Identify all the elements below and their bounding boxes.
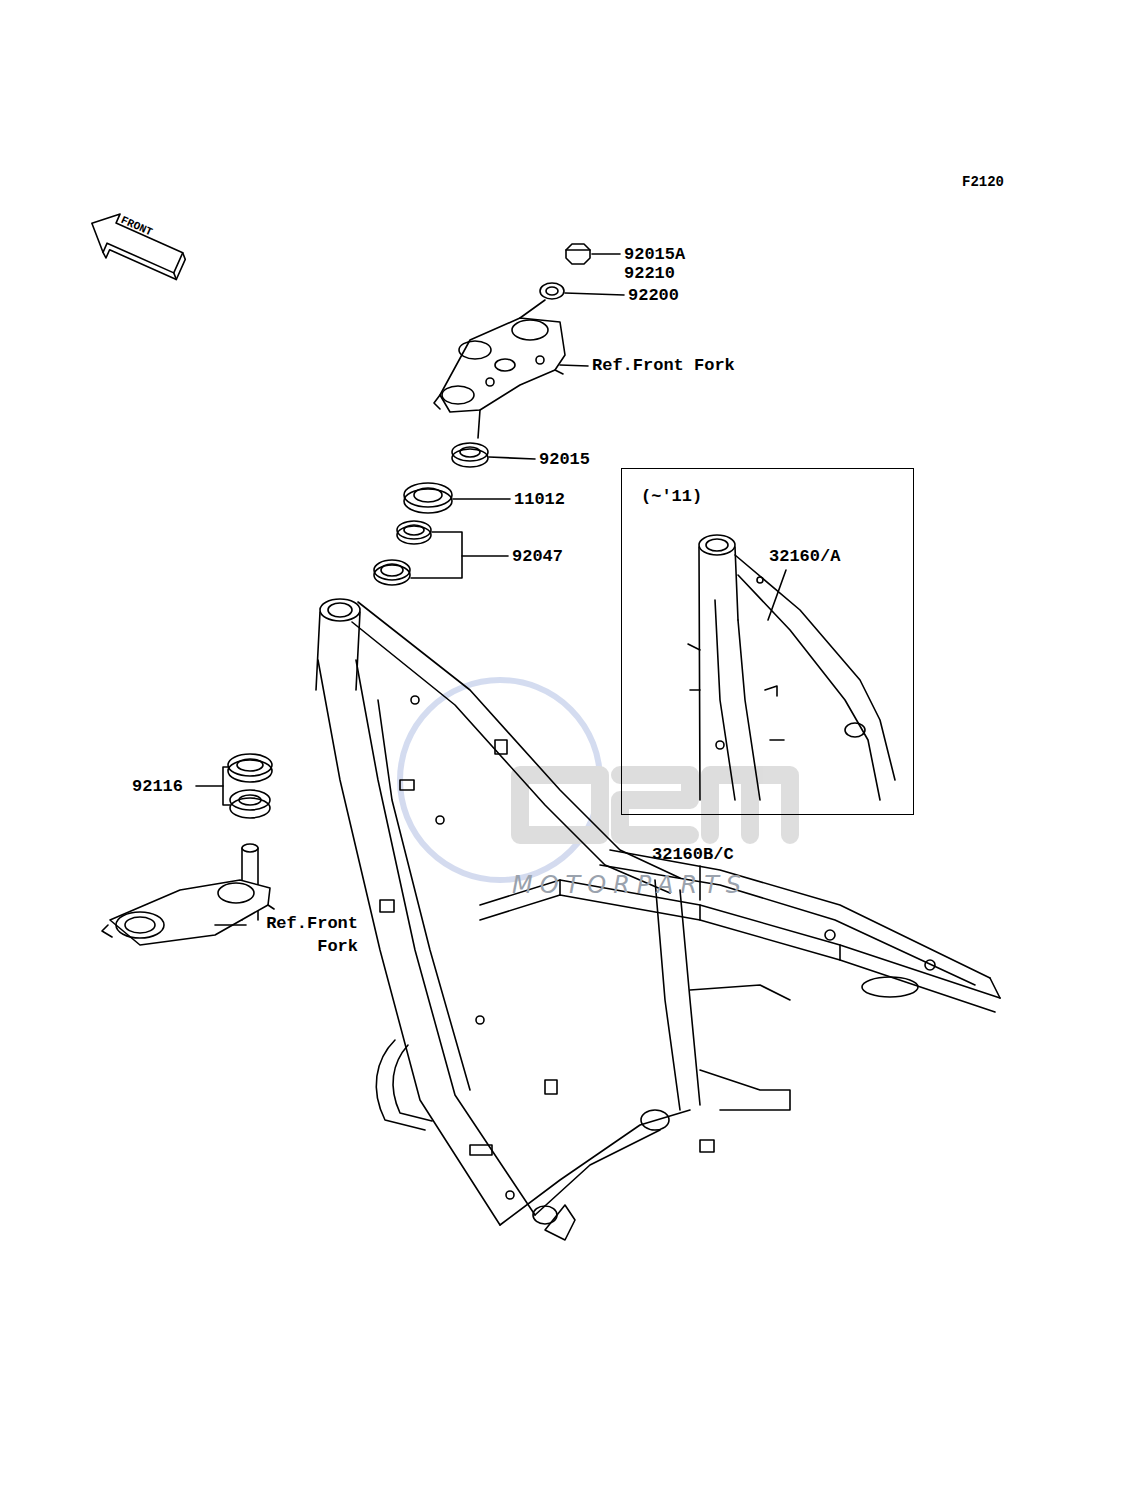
lower-triple-clamp (102, 844, 274, 945)
year-range: (~'11) (641, 487, 702, 507)
upper-triple-clamp (434, 300, 588, 438)
callout-number: 92015A (624, 245, 685, 265)
callout-number: 32160/A (769, 547, 840, 567)
inset-frame (688, 535, 895, 800)
callout-number: 92200 (628, 286, 679, 306)
front-arrow (81, 205, 191, 288)
reference-note: Ref.Front Fork (592, 356, 735, 376)
watermark: MOTORPARTS (512, 872, 748, 898)
inset-box: (~'11) 32160/A (621, 468, 914, 815)
washer (540, 283, 624, 299)
callout-number: 32160B/C (652, 845, 734, 865)
seal-cap (404, 483, 510, 513)
reference-note: Ref.Front Fork (248, 912, 358, 958)
callout-number: 92047 (512, 547, 563, 567)
callout-number: 92116 (132, 777, 183, 797)
callout-number: 11012 (514, 490, 565, 510)
callout-number: 92210 (624, 264, 675, 284)
lower-bearing (196, 754, 272, 818)
steering-nut (452, 443, 535, 467)
main-frame (316, 599, 1000, 1240)
bearing-races (374, 521, 508, 585)
figure-code: F2120 (962, 172, 1004, 192)
stem-nut (566, 244, 620, 264)
callout-number: 92015 (539, 450, 590, 470)
